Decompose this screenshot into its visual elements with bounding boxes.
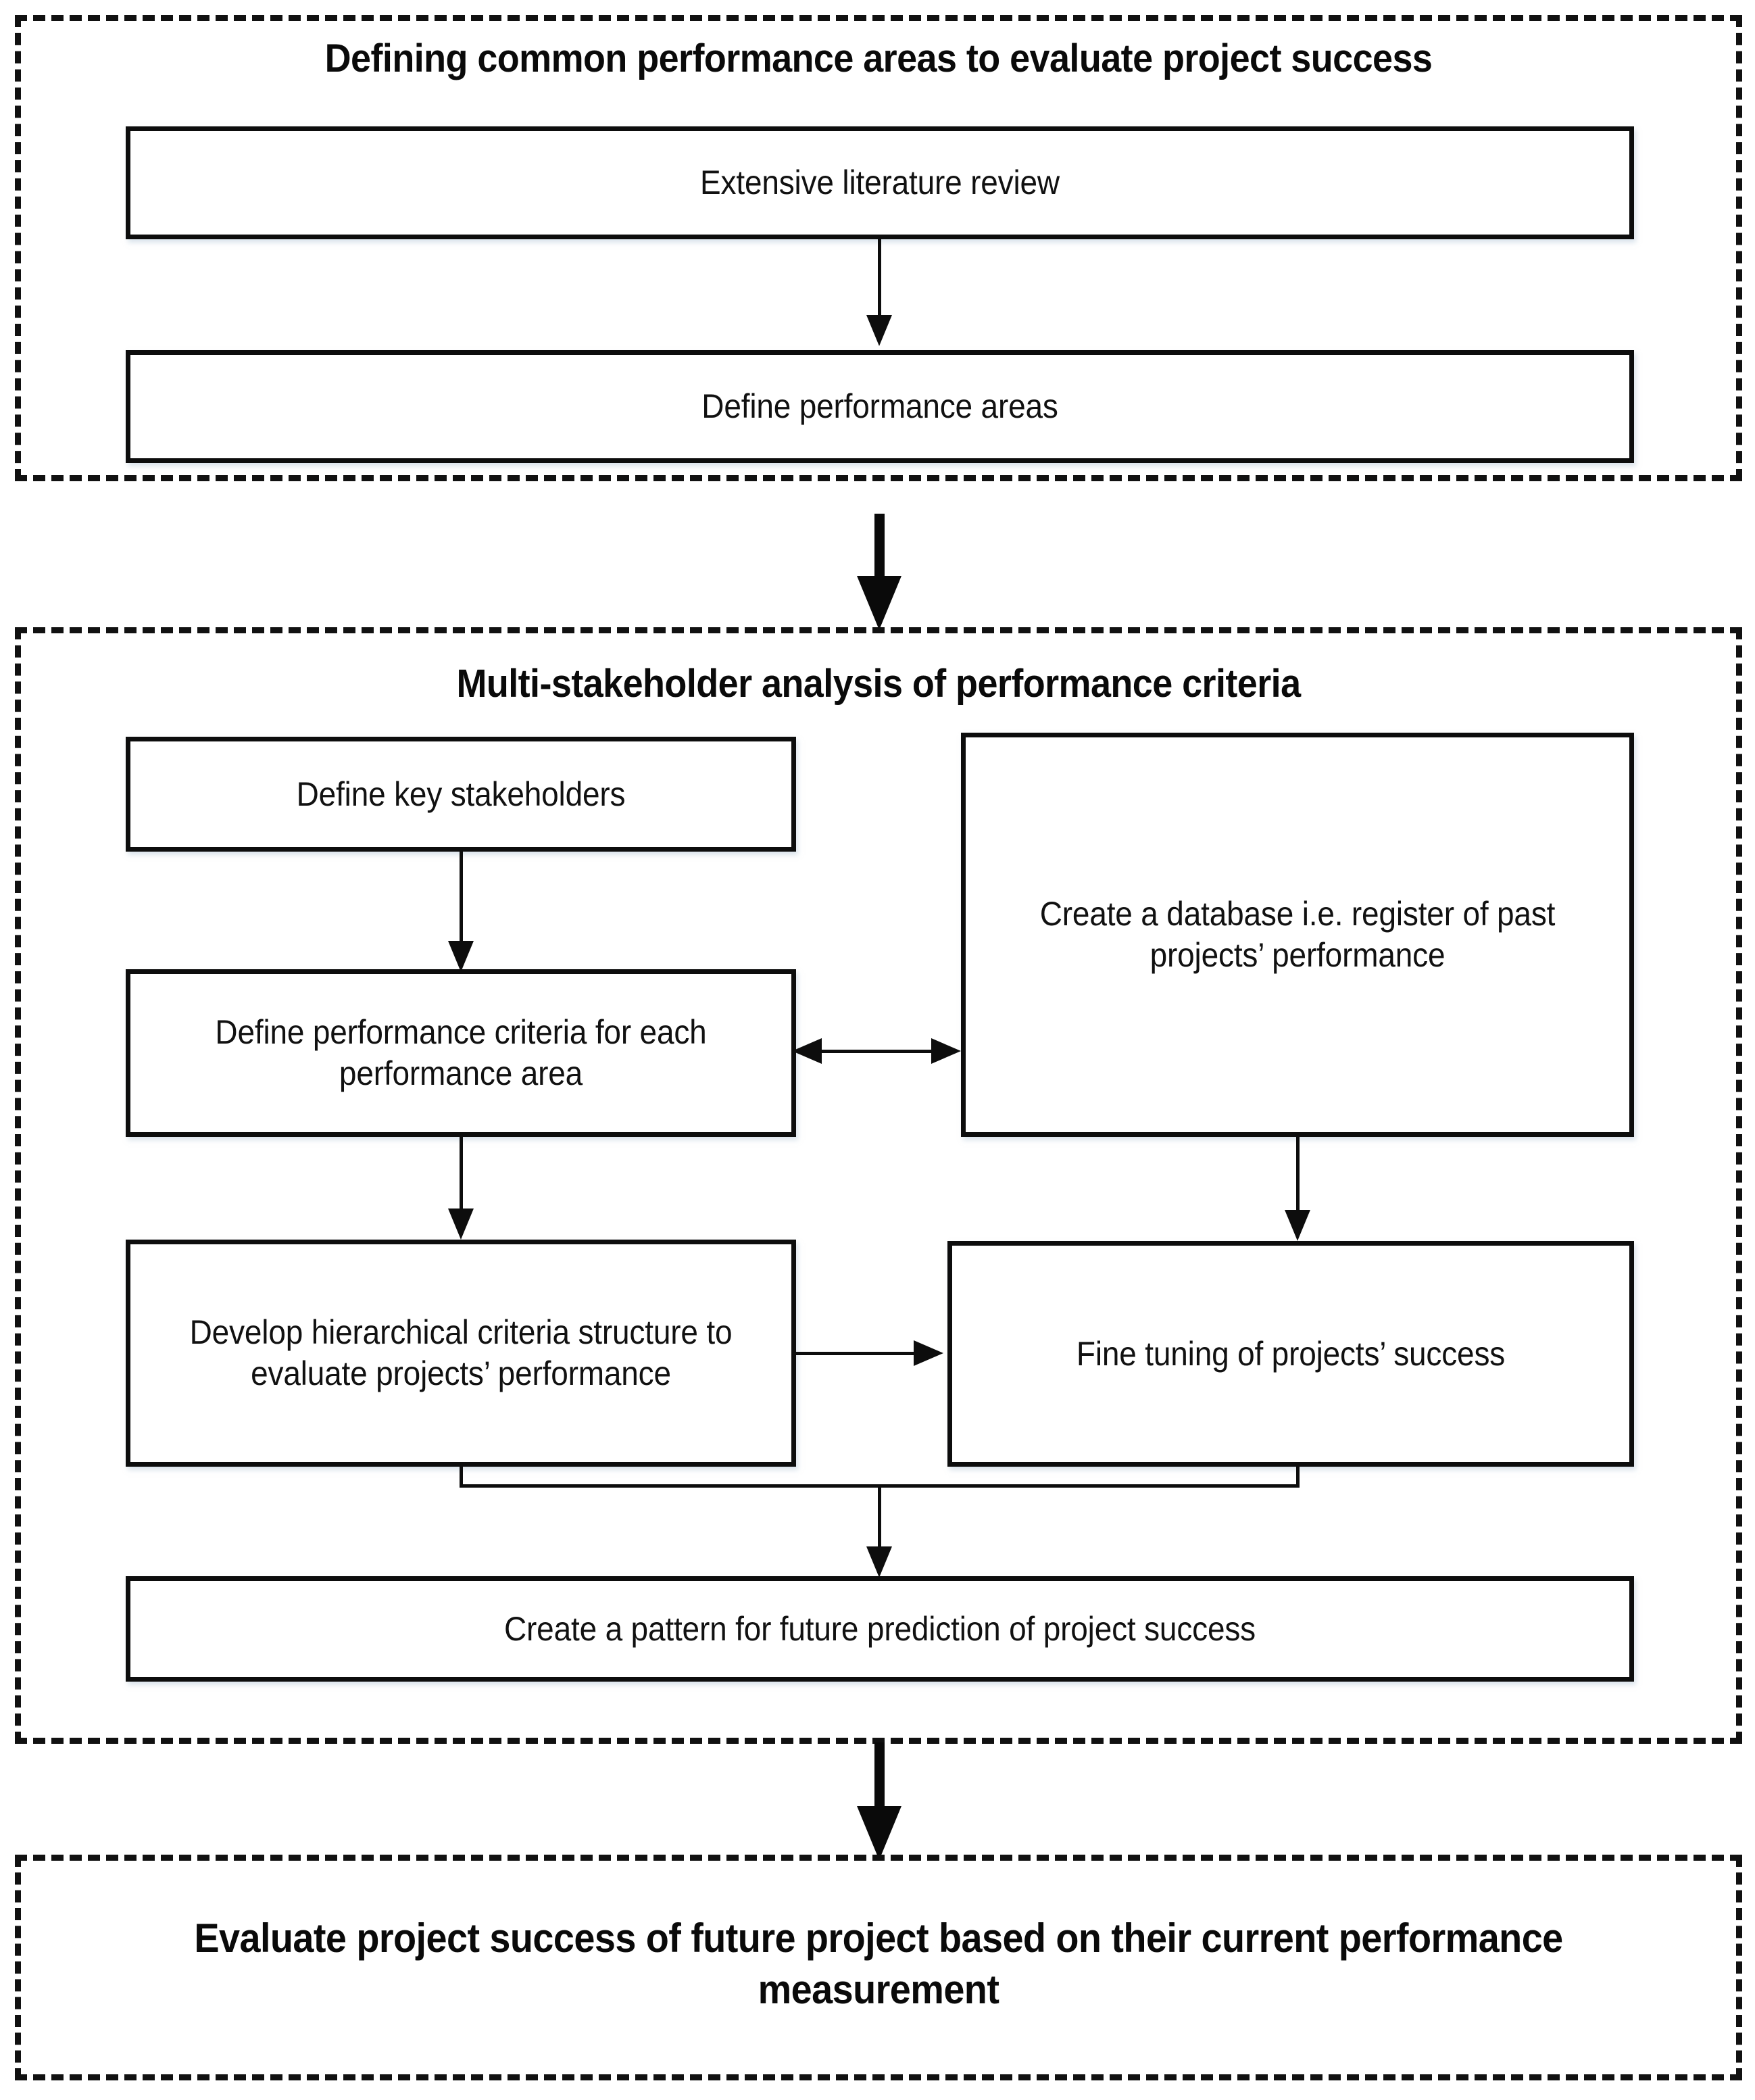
- node-label-define-key-stakeholders: Define key stakeholders: [296, 775, 626, 813]
- connector-criteria-to-hierarchical-arrowhead: [448, 1208, 474, 1240]
- node-fine-tuning: Fine tuning of projects’ success: [947, 1241, 1634, 1467]
- connector-hierarchical-to-finetuning-arrowhead: [914, 1340, 943, 1366]
- connector-stage2-to-stage3-stem: [874, 1742, 885, 1817]
- stage-3-container: [15, 1855, 1742, 2080]
- node-label-define-performance-criteria: Define performance criteria for each per…: [215, 1013, 707, 1092]
- node-create-a-database: Create a database i.e. register of past …: [961, 733, 1634, 1137]
- connector-database-to-finetuning-line: [1296, 1137, 1300, 1213]
- node-define-performance-criteria: Define performance criteria for each per…: [126, 969, 796, 1137]
- stage-2-title: Multi-stakeholder analysis of performanc…: [456, 662, 1301, 706]
- stage-2-container: [15, 627, 1742, 1744]
- connector-stakeholders-to-criteria-arrowhead: [448, 941, 474, 972]
- connector-criteria-database-arrowhead-right: [931, 1038, 961, 1064]
- connector-stage1-to-stage2-arrowhead: [857, 576, 901, 630]
- connector-lit-to-areas-line: [878, 239, 881, 322]
- connector-stage1-to-stage2-stem: [874, 514, 885, 587]
- connector-stage2-to-stage3-arrowhead: [857, 1806, 901, 1860]
- connector-merge-left-drop: [460, 1467, 463, 1487]
- connector-criteria-database-line: [818, 1050, 946, 1053]
- connector-criteria-to-hierarchical-line: [460, 1137, 463, 1211]
- node-define-key-stakeholders: Define key stakeholders: [126, 737, 796, 852]
- stage-1-title: Defining common performance areas to eva…: [324, 36, 1433, 80]
- node-define-performance-areas: Define performance areas: [126, 350, 1634, 463]
- connector-merge-right-drop: [1296, 1467, 1300, 1487]
- node-label-develop-hierarchical-criteria: Develop hierarchical criteria structure …: [189, 1313, 733, 1392]
- node-label-define-performance-areas: Define performance areas: [701, 387, 1058, 425]
- node-create-a-pattern: Create a pattern for future prediction o…: [126, 1576, 1634, 1682]
- stage-3-title: Evaluate project success of future proje…: [194, 1915, 1563, 2012]
- node-label-fine-tuning: Fine tuning of projects’ success: [1076, 1334, 1506, 1373]
- connector-merge-to-pattern-arrowhead: [866, 1546, 892, 1578]
- connector-lit-to-areas-arrowhead: [866, 315, 892, 346]
- node-label-create-a-pattern: Create a pattern for future prediction o…: [504, 1609, 1256, 1648]
- connector-database-to-finetuning-arrowhead: [1285, 1210, 1310, 1241]
- connector-merge-to-pattern-line: [878, 1484, 881, 1549]
- node-label-create-a-database: Create a database i.e. register of past …: [1039, 895, 1556, 974]
- node-label-extensive-literature-review: Extensive literature review: [700, 164, 1060, 201]
- connector-hierarchical-to-finetuning-line: [796, 1352, 924, 1355]
- connector-criteria-database-arrowhead-left: [792, 1038, 822, 1064]
- connector-stakeholders-to-criteria-line: [460, 852, 463, 948]
- node-extensive-literature-review: Extensive literature review: [126, 126, 1634, 239]
- stage-1-container: [15, 15, 1742, 481]
- node-develop-hierarchical-criteria: Develop hierarchical criteria structure …: [126, 1240, 796, 1467]
